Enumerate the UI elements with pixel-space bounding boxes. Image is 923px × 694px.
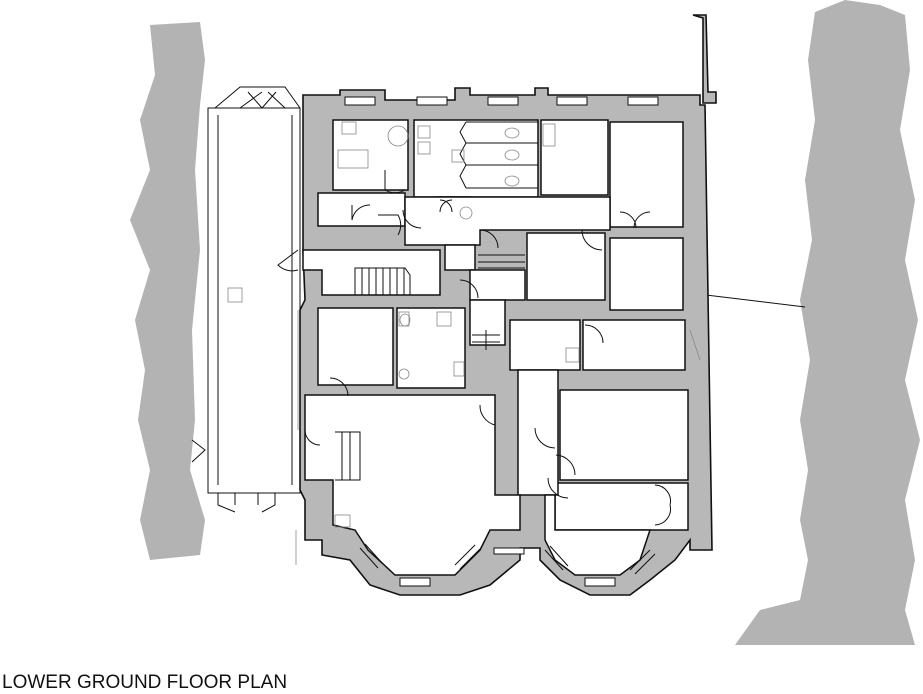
- room-wc-2: [396, 307, 466, 389]
- lightwell-area: [207, 107, 301, 494]
- top-bay: [214, 86, 301, 109]
- room-mid-centre: [526, 232, 606, 301]
- room-large-right: [559, 389, 689, 481]
- right-boundary-wall: [692, 14, 717, 104]
- room-top-right: [609, 121, 684, 228]
- external-details: [295, 310, 701, 565]
- rooms: [302, 119, 689, 576]
- room-centre-small: [509, 319, 581, 371]
- room-corridor-right: [517, 369, 559, 496]
- room-lobby-left: [317, 307, 394, 386]
- plan-title: LOWER GROUND FLOOR PLAN: [2, 672, 288, 693]
- room-kitchen: [540, 119, 609, 196]
- side-door: [191, 439, 206, 463]
- room-mid-passage: [469, 269, 526, 301]
- left-ground-mass: [130, 22, 205, 560]
- bath-fixtures: [334, 121, 580, 528]
- room-mid-right: [609, 237, 684, 311]
- top-bay-doors: [239, 91, 286, 109]
- room-lower-right: [554, 482, 689, 531]
- wc-cubicles: [417, 121, 538, 220]
- room-right-mid: [582, 319, 686, 371]
- top-windows: [344, 96, 659, 106]
- room-bath-1: [332, 119, 409, 191]
- room-wc-block: [413, 119, 539, 198]
- stairs: [335, 254, 525, 481]
- room-living-left: [304, 394, 521, 576]
- bay-windows: [359, 543, 656, 587]
- room-corridor-mid: [469, 299, 506, 346]
- room-lobby-1: [317, 192, 406, 227]
- doors: [277, 170, 671, 526]
- room-hall: [302, 249, 441, 296]
- fixture-square: [227, 287, 243, 303]
- room-stair-landing: [444, 244, 476, 271]
- boundary-line: [705, 294, 806, 308]
- right-ground-mass: [735, 0, 920, 645]
- room-bay-right: [544, 494, 652, 576]
- bottom-lightwell-doors: [217, 493, 276, 513]
